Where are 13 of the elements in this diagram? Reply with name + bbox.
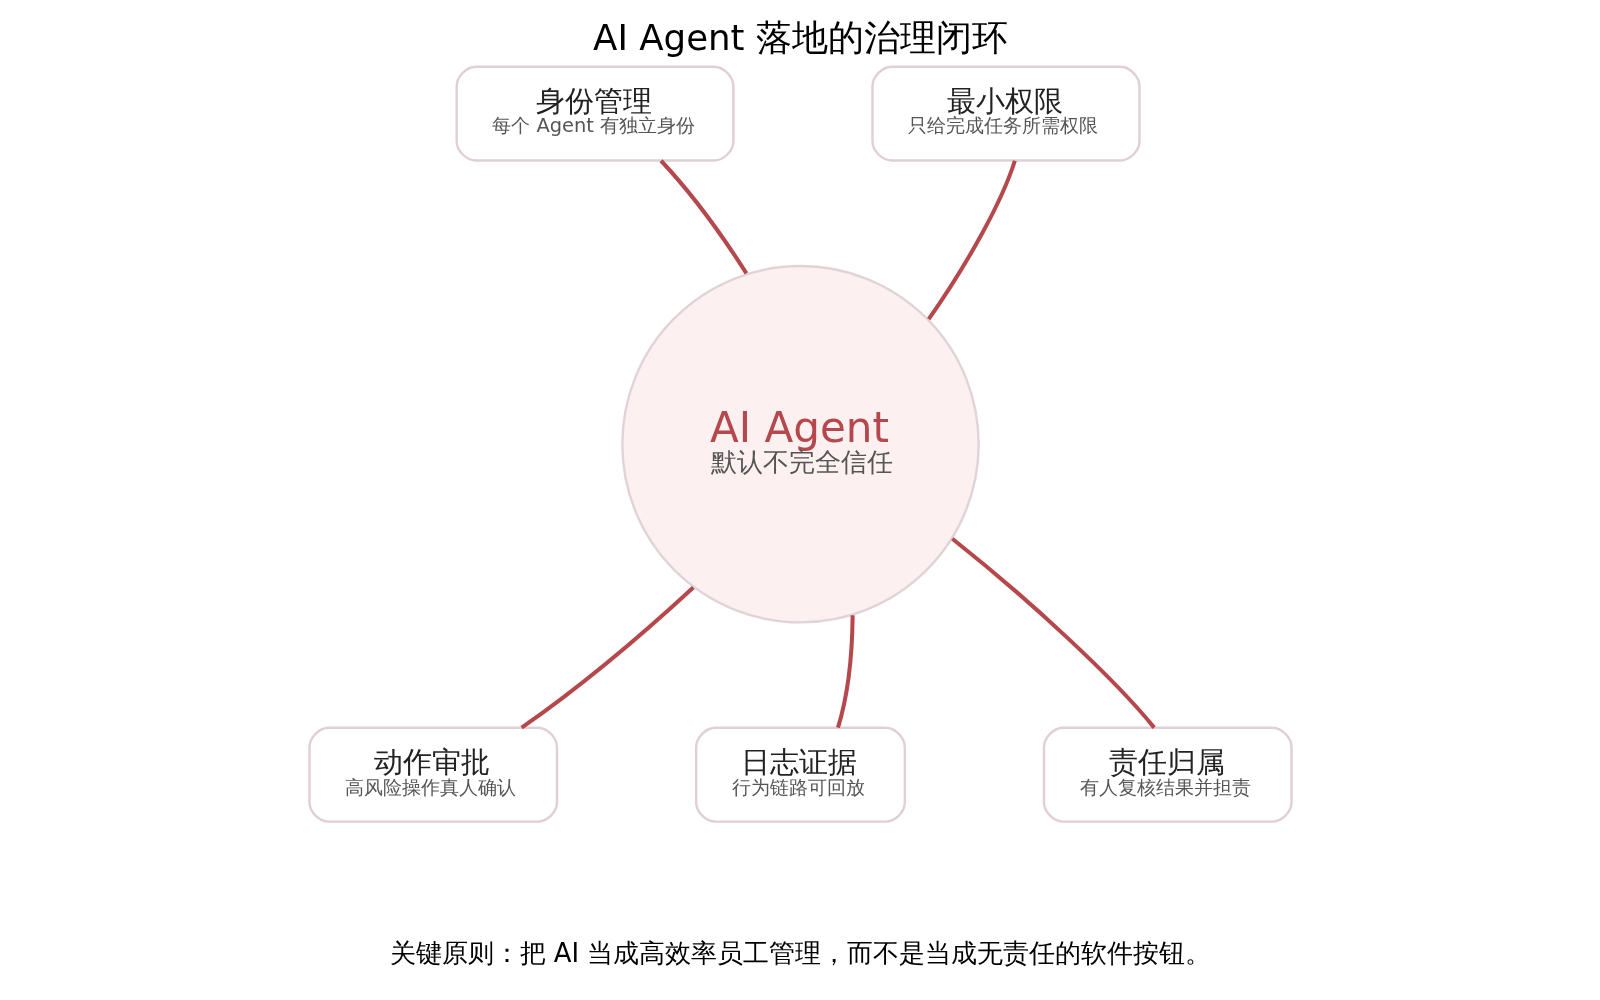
node-circle: AI Agent 默认不完全信任 <box>620 264 980 624</box>
diagram-title: AI Agent 落地的治理闭环 <box>592 16 1008 58</box>
label: 关键原则：把 AI 当成高效率员工管理，而不是当成无责任的软件按钮。 <box>389 938 1211 969</box>
node-box: 身份管理 每个 Agent 有独立身份 <box>455 65 735 162</box>
connector <box>519 585 695 730</box>
connector <box>950 537 1156 729</box>
connector <box>926 160 1017 321</box>
node-box: 最小权限 只给完成任务所需权限 <box>870 65 1141 162</box>
node-box: 责任归属 有人复核结果并担责 <box>1042 726 1293 823</box>
connector <box>835 615 855 729</box>
connector <box>659 159 748 275</box>
node-box: 日志证据 行为链路可回放 <box>694 726 906 823</box>
node-box: 动作审批 高风险操作真人确认 <box>307 726 558 823</box>
